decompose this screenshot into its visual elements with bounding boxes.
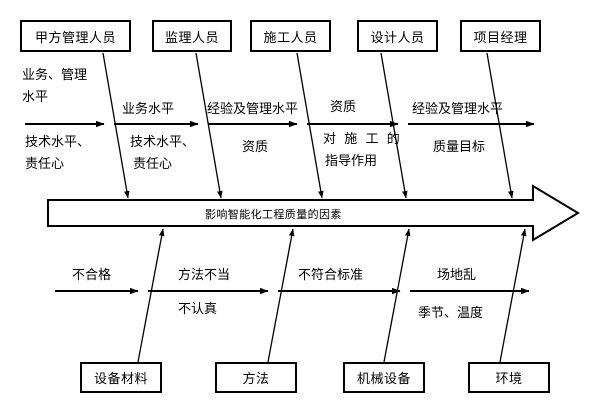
- category-box-top-4-label: 设计人员: [370, 29, 425, 45]
- cause-bottom-4-above: 场地乱: [437, 267, 477, 282]
- cause-top-2-below: 技术水平、: [130, 134, 196, 149]
- cause-top-1-above: 业务、管理: [22, 67, 88, 82]
- category-box-top-1[interactable]: 甲方管理人员: [20, 20, 131, 52]
- category-box-top-4[interactable]: 设计人员: [357, 20, 438, 52]
- cause-bottom-2-above: 方法不当: [178, 267, 231, 282]
- cause-bottom-2-below: 不认真: [178, 301, 218, 316]
- category-box-bottom-3[interactable]: 机械设备: [343, 362, 425, 393]
- cause-top-3-below: 资质: [242, 139, 269, 154]
- cause-top-2-below-2: 责任心: [133, 156, 173, 171]
- bottom-rib-4: [499, 228, 527, 363]
- cause-top-3-above: 经验及管理水平: [207, 101, 299, 116]
- cause-top-1-above-2: 水平: [22, 89, 49, 104]
- category-box-bottom-1[interactable]: 设备材料: [80, 362, 162, 393]
- cause-top-2-above: 业务水平: [122, 101, 175, 116]
- category-box-top-3-label: 施工人员: [263, 29, 318, 45]
- bottom-rib-1: [137, 228, 165, 363]
- cause-top-1-below-2: 责任心: [25, 156, 65, 171]
- top-rib-lines: [102, 52, 514, 199]
- category-box-bottom-1-label: 设备材料: [93, 371, 148, 386]
- top-rib-1: [102, 52, 130, 199]
- cause-top-4-above: 资质: [330, 99, 357, 114]
- category-box-top-2-label: 监理人员: [164, 29, 219, 45]
- category-box-top-3[interactable]: 施工人员: [250, 20, 331, 52]
- category-box-bottom-2[interactable]: 方法: [215, 362, 297, 393]
- spine-backbone: [47, 184, 580, 242]
- category-box-bottom-4[interactable]: 环境: [468, 362, 550, 393]
- cause-top-4-below: 对 施 工 的: [323, 131, 403, 146]
- cause-bottom-3-above: 不符合标准: [298, 267, 364, 282]
- bottom-rib-3: [383, 228, 411, 363]
- category-box-top-5[interactable]: 项目经理: [460, 20, 541, 52]
- cause-top-4-below-2: 指导作用: [325, 153, 378, 168]
- category-box-top-5-label: 项目经理: [473, 29, 528, 45]
- category-box-bottom-2-label: 方法: [242, 371, 270, 386]
- top-rib-3: [296, 52, 324, 199]
- cause-bottom-4-below: 季节、温度: [418, 305, 484, 320]
- cause-top-5-above: 经验及管理水平: [412, 101, 504, 116]
- spine-title: 影响智能化工程质量的因素: [205, 209, 342, 221]
- cause-bottom-1-above: 不合格: [72, 267, 112, 282]
- category-box-bottom-4-label: 环境: [495, 371, 523, 386]
- top-rib-4: [380, 52, 408, 199]
- bottom-rib-2: [267, 228, 295, 363]
- category-box-top-1-label: 甲方管理人员: [34, 29, 116, 45]
- top-rib-5: [486, 52, 514, 199]
- bottom-rib-lines: [137, 228, 527, 363]
- top-rib-2: [195, 52, 223, 199]
- category-box-bottom-3-label: 机械设备: [356, 371, 411, 386]
- cause-top-1-below: 技术水平、: [25, 134, 91, 149]
- category-box-top-2[interactable]: 监理人员: [152, 20, 232, 52]
- cause-top-5-below: 质量目标: [433, 139, 486, 154]
